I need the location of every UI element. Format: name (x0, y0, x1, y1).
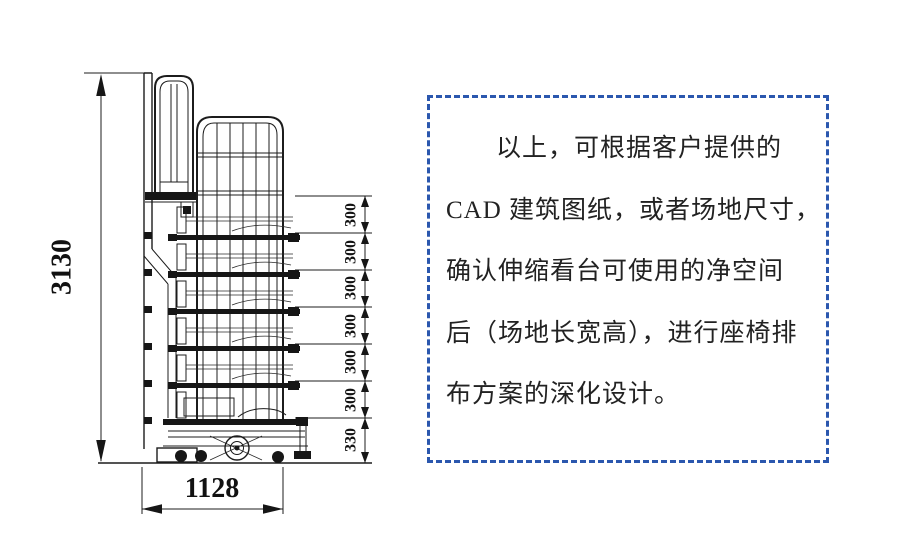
note-line: CAD 建筑图纸，或者场地尺寸， (446, 196, 822, 224)
note-line: 布方案的深化设计。 (446, 381, 681, 408)
back-frame (143, 72, 177, 449)
row-rise-label-7: 330 (343, 428, 360, 452)
guard-railing (196, 116, 284, 420)
stair-railing (154, 75, 194, 196)
row-rise-label-4: 300 (343, 314, 360, 338)
note-line: 确认伸缩看台可使用的净空间 (446, 258, 785, 285)
platform-stack (168, 206, 300, 419)
base-width-label: 1128 (185, 473, 239, 504)
grandstand-side-elevation: 3130 300 300 300 300 300 300 3 (46, 72, 372, 514)
base-assembly (156, 417, 311, 463)
note-line: 以上，可根据客户提供的 (496, 135, 783, 162)
dimension-row-chain: 300 300 300 300 300 300 330 (295, 195, 372, 463)
row-rise-label-5: 300 (343, 350, 360, 374)
total-height-label: 3130 (46, 239, 77, 295)
row-rise-label-1: 300 (343, 203, 360, 227)
note-box: 以上，可根据客户提供的 CAD 建筑图纸，或者场地尺寸， 确认伸缩看台可使用的净… (427, 95, 829, 463)
dimension-total-height: 3130 (46, 72, 150, 462)
row-rise-label-6: 300 (343, 388, 360, 412)
note-line: 后（场地长宽高），进行座椅排 (446, 319, 798, 347)
row-rise-label-2: 300 (343, 240, 360, 264)
stair-landing (145, 192, 197, 218)
row-rise-label-3: 300 (343, 276, 360, 300)
dimension-base-width: 1128 (141, 467, 284, 514)
